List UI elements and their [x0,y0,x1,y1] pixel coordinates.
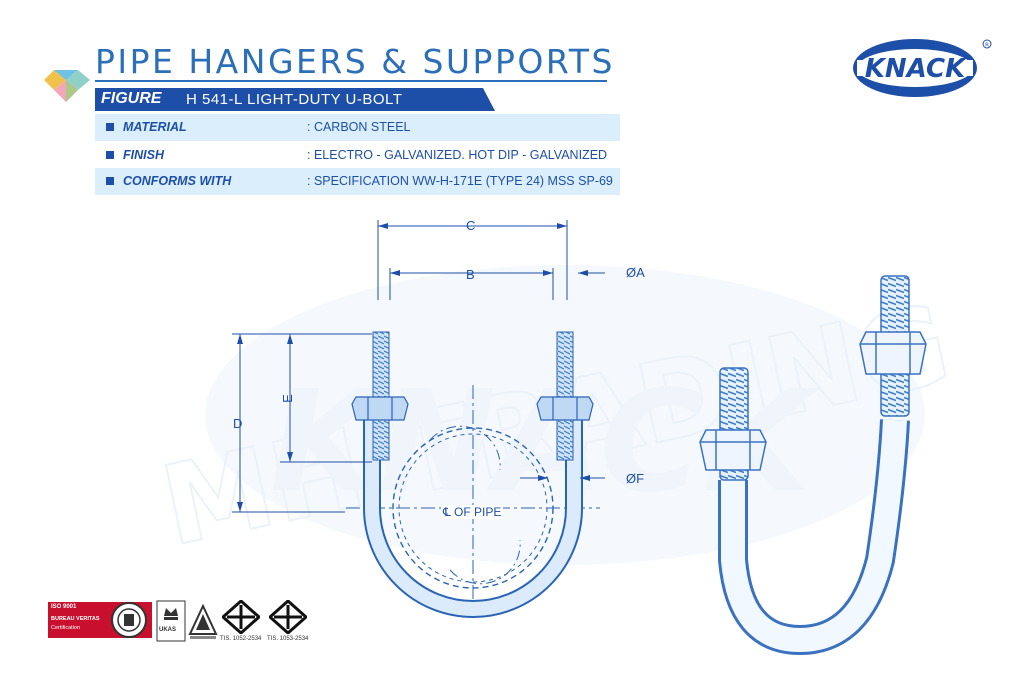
ukas-crown-icon [156,600,186,642]
dimension-e-label: E [279,394,295,403]
spec-value: : ELECTRO - GALVANIZED. HOT DIP - GALVAN… [307,148,608,162]
tis-mark-icon [222,600,260,634]
bureau-label: BUREAU VERITAS [51,616,100,622]
square-bullet-icon [106,151,114,159]
dimension-d-label: D [233,416,243,431]
tis-label-1: TIS. 1052-2534 [220,636,262,642]
certification-label: Certification [51,625,81,631]
right-nut-3d [859,331,927,375]
u-bolt-2d-drawing [232,220,605,618]
left-nut-3d [699,429,767,471]
spec-value: : CARBON STEEL [307,120,411,134]
figure-banner [95,88,495,111]
square-bullet-icon [106,177,114,185]
page-title: PIPE HANGERS & SUPPORTS [95,42,615,81]
right-nut-2d [536,396,594,421]
figure-label: FIGURE [101,90,162,107]
dimension-f-label: ØF [626,471,645,486]
spec-label: MATERIAL [123,120,187,134]
iso-label: ISO 9001 [51,604,77,610]
spec-row-conforms: CONFORMS WITH : SPECIFICATION WW-H-171E … [95,168,620,195]
spec-value: : SPECIFICATION WW-H-171E (TYPE 24) MSS … [307,174,613,188]
diamond-logo-icon [44,70,90,102]
square-bullet-icon [106,123,114,131]
dimension-b-label: B [466,267,475,282]
knack-logo: KNACK R [853,39,992,97]
u-bolt-3d-render [699,275,927,656]
title-underline [95,80,607,82]
spec-label: FINISH [123,148,164,162]
figure-value: H 541-L LIGHT-DUTY U-BOLT [186,91,403,108]
dimension-lines [232,220,605,513]
bureau-veritas-seal-icon [106,602,152,638]
spec-row-material: MATERIAL : CARBON STEEL [95,114,620,141]
ukas-label: UKAS [159,627,177,633]
tis-mark-icon [269,600,307,634]
dimension-a-label: ØA [626,265,645,280]
certification-strip: ISO 9001 BUREAU VERITAS Certification UK… [48,598,318,650]
spec-label: CONFORMS WITH [123,174,232,188]
svg-text:R: R [985,43,989,49]
triangle-cert-icon [188,604,218,639]
spec-row-finish: FINISH : ELECTRO - GALVANIZED. HOT DIP -… [95,142,620,169]
centerline-of-pipe-label: ℄ OF PIPE [441,505,504,519]
left-nut-2d [351,396,409,421]
logo-text: KNACK [865,54,967,84]
tis-label-2: TIS. 1053-2534 [267,636,309,642]
dimension-arrows [237,223,590,512]
dimension-c-label: C [466,218,476,233]
bureau-veritas-badge: ISO 9001 BUREAU VERITAS Certification [48,602,106,638]
